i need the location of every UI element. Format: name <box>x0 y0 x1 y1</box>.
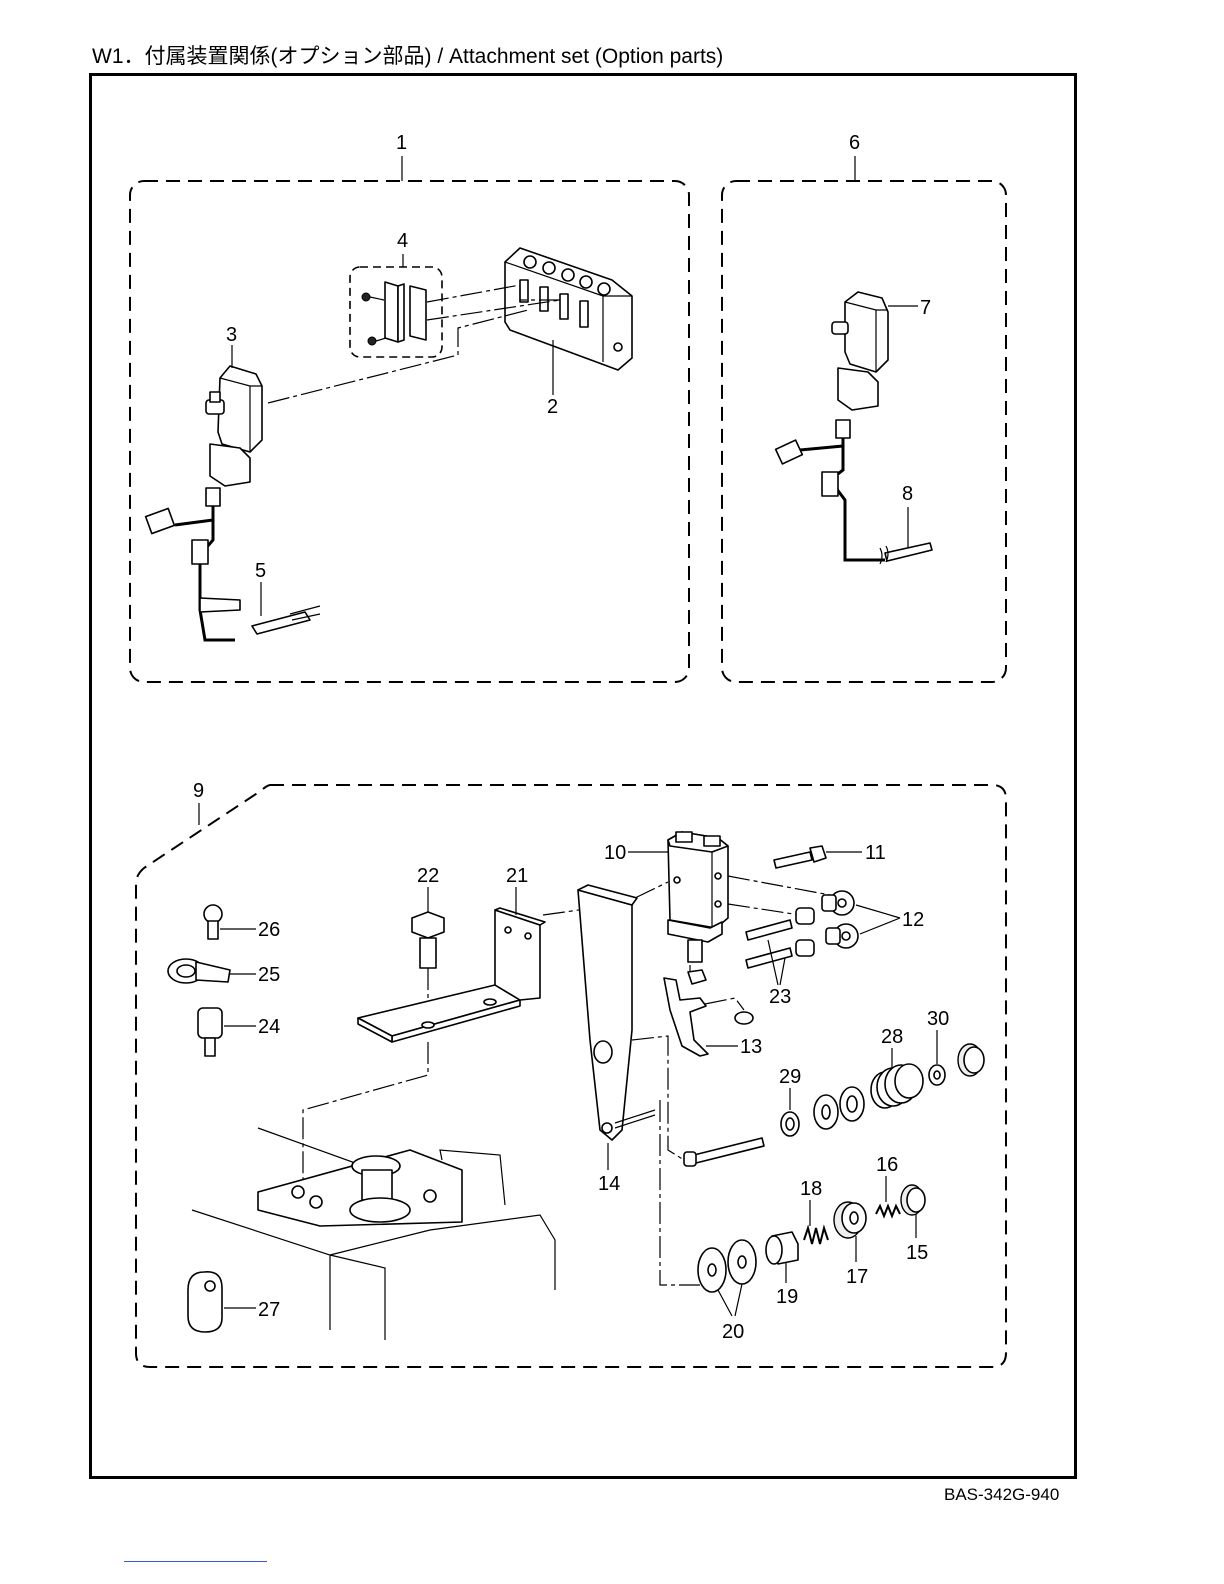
callout-15: 15 <box>906 1242 928 1264</box>
bushing-19 <box>766 1232 798 1264</box>
leader-20 <box>718 1284 742 1316</box>
callout-2: 2 <box>547 396 558 418</box>
leader-12 <box>856 905 900 934</box>
group-box-6 <box>722 181 1006 682</box>
cable-5 <box>146 506 320 640</box>
discs-20 <box>698 1240 756 1292</box>
bracket-21 <box>358 908 545 1042</box>
callout-19: 19 <box>776 1286 798 1308</box>
spring-18 <box>804 1228 828 1244</box>
tension-nut <box>958 1044 984 1076</box>
callout-11: 11 <box>865 842 886 864</box>
spring-16 <box>876 1206 900 1216</box>
nut-30 <box>929 1065 945 1085</box>
knob-17 <box>834 1202 866 1238</box>
fitting-12 <box>822 891 858 948</box>
arm-plate-14 <box>578 885 655 1140</box>
callout-10: 10 <box>604 842 626 864</box>
callout-6: 6 <box>849 132 860 154</box>
tension-discs <box>814 1087 864 1129</box>
callout-12: 12 <box>902 909 924 931</box>
leader-bracket <box>303 905 615 1190</box>
solenoid-valve-7 <box>832 292 888 410</box>
callout-20: 20 <box>722 1321 744 1343</box>
callout-8: 8 <box>902 483 913 505</box>
callout-28: 28 <box>881 1026 903 1048</box>
callout-9: 9 <box>193 780 204 802</box>
callout-3: 3 <box>226 324 237 346</box>
callout-17: 17 <box>846 1266 868 1288</box>
callout-25: 25 <box>258 964 280 986</box>
callout-1: 1 <box>396 132 407 154</box>
callout-13: 13 <box>740 1036 762 1058</box>
spacer-24 <box>198 1008 222 1056</box>
callout-21: 21 <box>506 865 528 887</box>
callout-24: 24 <box>258 1016 280 1038</box>
callout-29: 29 <box>779 1066 801 1088</box>
callout-27: 27 <box>258 1299 280 1321</box>
callout-18: 18 <box>800 1178 822 1200</box>
callout-30: 30 <box>927 1008 949 1030</box>
spring-28 <box>871 1064 923 1108</box>
washer-29 <box>781 1112 799 1136</box>
knob-15 <box>901 1185 925 1215</box>
solenoid-10 <box>668 832 728 962</box>
callout-26: 26 <box>258 919 280 941</box>
callout-4: 4 <box>397 230 408 252</box>
callout-22: 22 <box>417 865 439 887</box>
tension-stud <box>684 1138 764 1166</box>
manifold-block <box>505 248 632 370</box>
stud-26 <box>204 905 222 939</box>
manifold-cover-plate <box>362 282 426 345</box>
bolt-22 <box>412 912 444 968</box>
clamp-25 <box>168 959 230 983</box>
tube-23 <box>746 908 814 968</box>
callout-5: 5 <box>255 560 266 582</box>
callout-23: 23 <box>769 986 791 1008</box>
callout-14: 14 <box>598 1173 620 1195</box>
footer-link-underline <box>124 1561 267 1562</box>
document-code: BAS-342G-940 <box>944 1485 1059 1505</box>
callout-16: 16 <box>876 1154 898 1176</box>
clip-27 <box>188 1272 222 1332</box>
callout-7: 7 <box>920 297 931 319</box>
screw-11 <box>774 846 826 868</box>
solenoid-valve-3 <box>206 366 262 506</box>
